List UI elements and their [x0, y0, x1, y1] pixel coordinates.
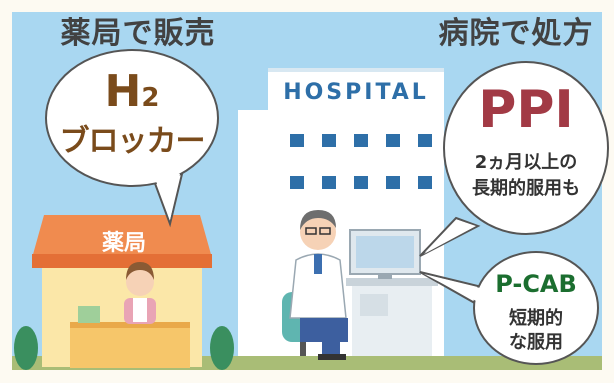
- h2-letter: H: [104, 66, 142, 117]
- h2-bubble-line1: H2: [70, 68, 194, 122]
- shrub-left: [14, 326, 38, 370]
- ppi-line1: 2ヵ月以上の: [474, 152, 578, 173]
- hospital-sign: HOSPITAL: [283, 80, 429, 105]
- ppi-line2: 長期的服用も: [472, 178, 580, 199]
- heading-pharmacy-sales: 薬局で販売: [60, 16, 216, 51]
- doctor-scene: [282, 210, 438, 360]
- shrub-right: [210, 326, 234, 370]
- h2-subscript: 2: [141, 83, 160, 113]
- heading-hospital-prescription: 病院で処方: [438, 16, 594, 51]
- ppi-speech-bubble: [419, 61, 609, 257]
- ppi-title: PPI: [478, 80, 574, 140]
- h2-blocker-speech-bubble: [45, 49, 219, 228]
- pcab-title: P-CAB: [495, 270, 577, 298]
- pcab-speech-bubble: [419, 251, 599, 365]
- pcab-line1: 短期的: [509, 308, 563, 329]
- pharmacy-building: [32, 215, 212, 368]
- hospital-windows: [290, 134, 432, 189]
- h2-bubble-line2: ブロッカー: [59, 124, 206, 159]
- pcab-line2: な服用: [509, 332, 563, 353]
- pharmacy-sign: 薬局: [101, 231, 146, 256]
